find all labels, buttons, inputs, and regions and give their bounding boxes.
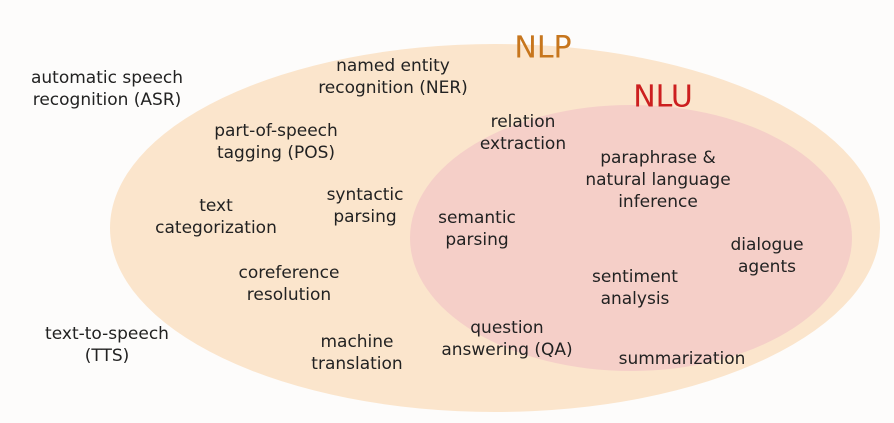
nlu-ellipse — [410, 105, 852, 371]
nlu-set-title: NLU — [633, 79, 693, 115]
tts-label: text-to-speech(TTS) — [45, 324, 169, 366]
summarization-label: summarization — [618, 349, 746, 369]
nlp-set-title: NLP — [514, 30, 572, 66]
